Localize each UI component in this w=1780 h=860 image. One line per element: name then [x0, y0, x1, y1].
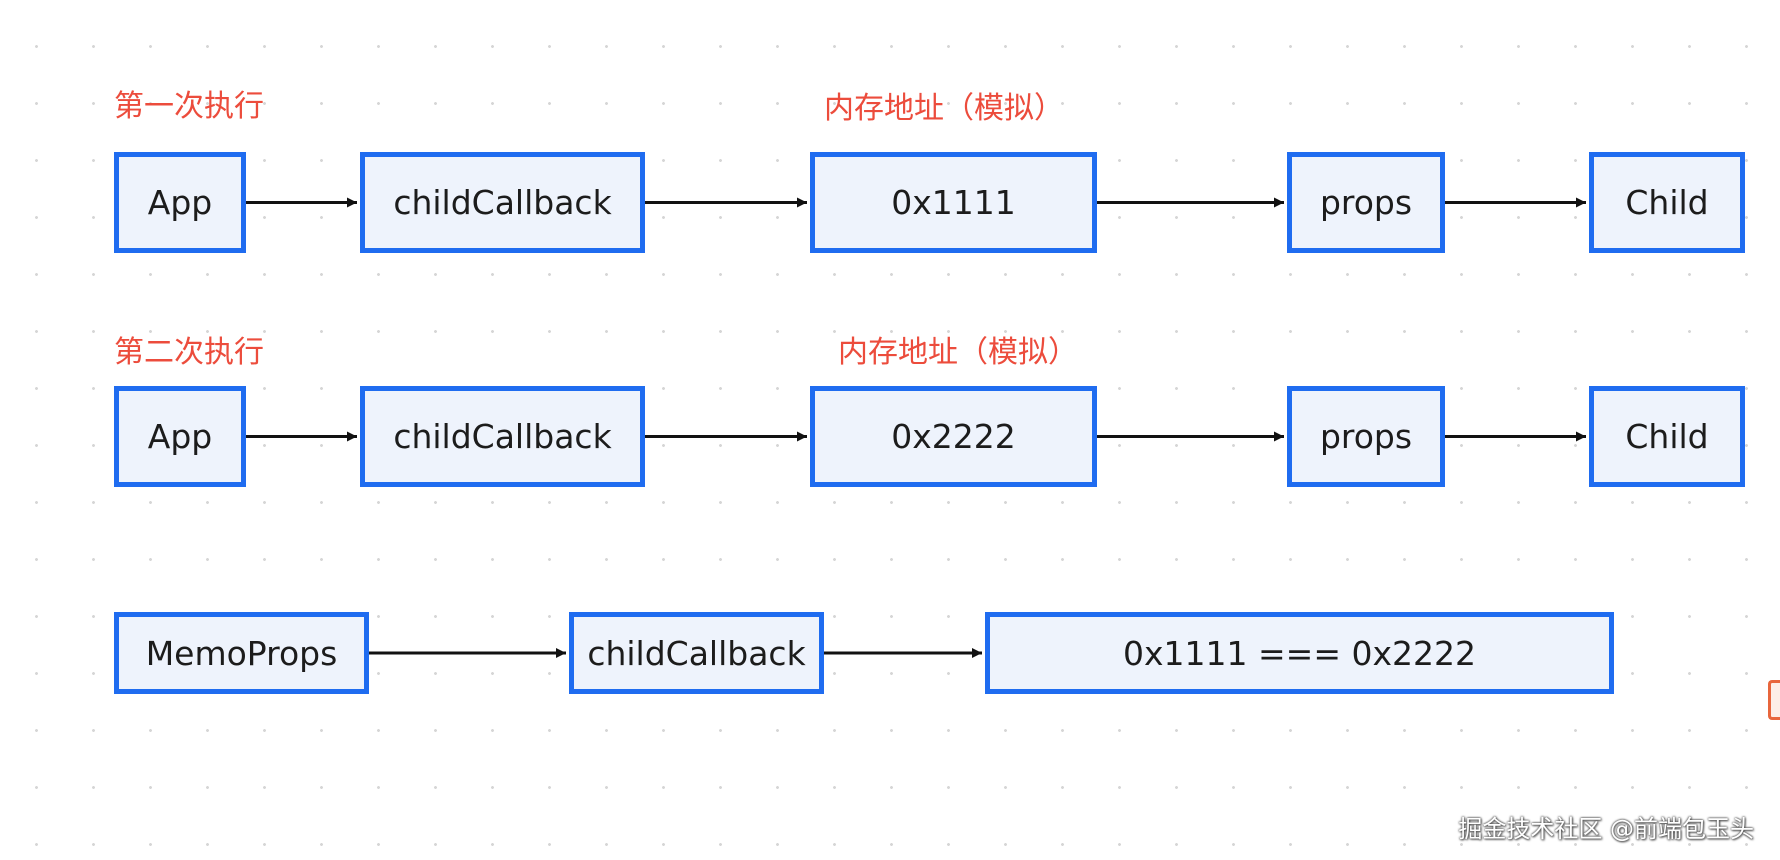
label-first-run: 第一次执行	[114, 89, 264, 124]
node-address-1: 0x1111	[810, 152, 1097, 253]
node-child-callback-3: childCallback	[569, 612, 824, 694]
node-child-1: Child	[1589, 152, 1745, 253]
node-app-2: App	[114, 386, 246, 487]
node-child-2: Child	[1589, 386, 1745, 487]
label-memory-address-1: 内存地址（模拟）	[824, 91, 1064, 126]
node-child-callback-1: childCallback	[360, 152, 645, 253]
node-props-1: props	[1287, 152, 1445, 253]
label-second-run: 第二次执行	[114, 335, 264, 370]
label-memory-address-2: 内存地址（模拟）	[838, 335, 1078, 370]
node-props-2: props	[1287, 386, 1445, 487]
node-address-2: 0x2222	[810, 386, 1097, 487]
node-memo-props: MemoProps	[114, 612, 369, 694]
node-app-1: App	[114, 152, 246, 253]
node-child-callback-2: childCallback	[360, 386, 645, 487]
node-address-comparison: 0x1111 === 0x2222	[985, 612, 1614, 694]
edge-tab-marker	[1768, 680, 1780, 720]
watermark: 掘金技术社区 @前端包玉头	[1458, 815, 1754, 843]
